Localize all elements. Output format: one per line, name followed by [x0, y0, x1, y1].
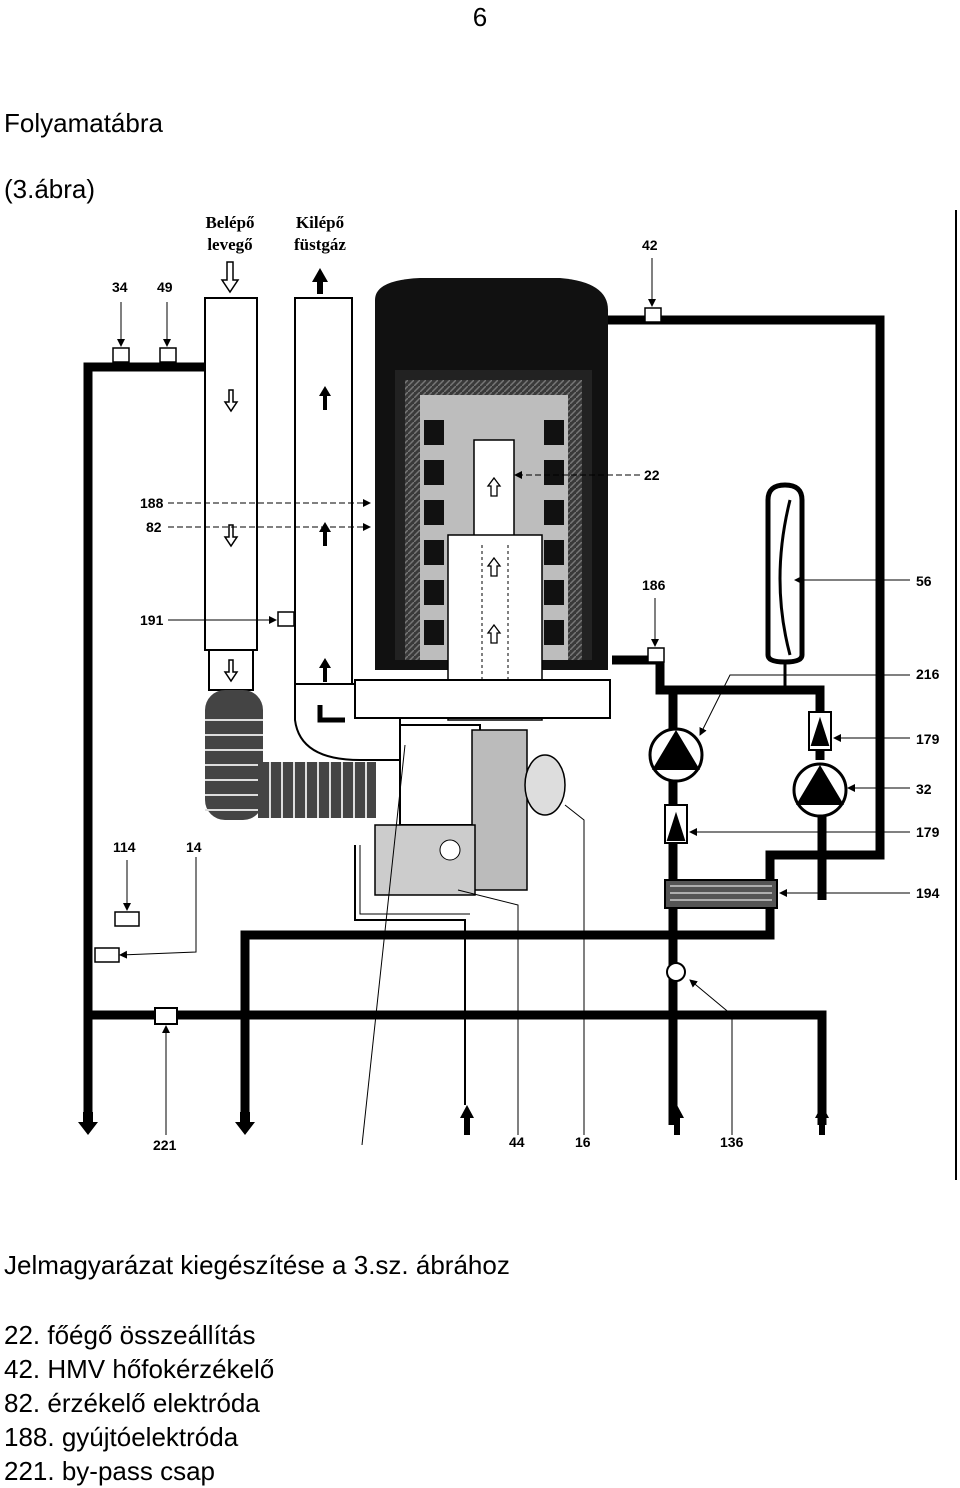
- callout-179-bottom: 179: [916, 824, 940, 840]
- callout-16: 16: [575, 1134, 591, 1150]
- heat-exchanger: [354, 278, 611, 721]
- air-in-arrow-icon: [220, 261, 240, 294]
- air-in-label-2: levegő: [207, 235, 253, 254]
- callout-191: 191: [140, 612, 164, 628]
- flexible-duct: [205, 690, 376, 820]
- flue-out-label-2: füstgáz: [294, 235, 346, 254]
- callout-186: 186: [642, 577, 666, 593]
- check-valve-icon: [664, 711, 832, 844]
- callout-22: 22: [644, 467, 660, 483]
- flow-sensor-icon: [666, 962, 686, 982]
- pump-icon: [648, 727, 704, 783]
- connection-arrows: [78, 1105, 829, 1135]
- legend-item: 82. érzékelő elektróda: [4, 1388, 260, 1418]
- flue-duct: [294, 297, 353, 685]
- temperature-sensors: [112, 307, 665, 663]
- callout-34: 34: [112, 279, 128, 295]
- callout-49: 49: [157, 279, 173, 295]
- air-in-label-1: Belépő: [205, 213, 255, 232]
- legend-item: 221. by-pass csap: [4, 1456, 216, 1486]
- callout-216: 216: [916, 666, 940, 682]
- legend-item: 22. főégő összeállítás: [4, 1320, 256, 1350]
- callout-14: 14: [186, 839, 202, 855]
- legend-title: Jelmagyarázat kiegészítése a 3.sz. ábráh…: [4, 1250, 510, 1280]
- callout-44: 44: [509, 1134, 525, 1150]
- bypass-valve-icon: [154, 1007, 178, 1025]
- callout-32: 32: [916, 781, 932, 797]
- boiler-flow-diagram: Belépő levegő Kilépő füstgáz: [78, 210, 957, 1180]
- pump-icon: [792, 762, 848, 818]
- callout-136: 136: [720, 1134, 744, 1150]
- burner-fan: [354, 724, 566, 1105]
- callout-56: 56: [916, 573, 932, 589]
- air-intake-duct: [204, 297, 258, 651]
- expansion-vessel: [765, 482, 805, 665]
- legend-item: 188. gyújtóelektróda: [4, 1422, 239, 1452]
- callout-221: 221: [153, 1137, 177, 1153]
- flue-out-label-1: Kilépő: [296, 213, 345, 232]
- callout-42: 42: [642, 237, 658, 253]
- callout-82: 82: [146, 519, 162, 535]
- page-number: 6: [472, 2, 488, 32]
- legend-list: 22. főégő összeállítás 42. HMV hőfokérzé…: [4, 1318, 274, 1488]
- plate-heat-exchanger: [664, 879, 778, 909]
- figure-caption: (3.ábra): [4, 174, 96, 204]
- page-title: Folyamatábra: [4, 108, 163, 138]
- ntc-sensor-icon: [94, 911, 140, 963]
- callout-179-top: 179: [916, 731, 940, 747]
- flue-out-arrow-icon: [312, 268, 328, 294]
- callout-114: 114: [113, 839, 136, 855]
- callout-194: 194: [916, 885, 940, 901]
- legend-item: 42. HMV hőfokérzékelő: [4, 1354, 275, 1384]
- callout-188: 188: [140, 495, 164, 511]
